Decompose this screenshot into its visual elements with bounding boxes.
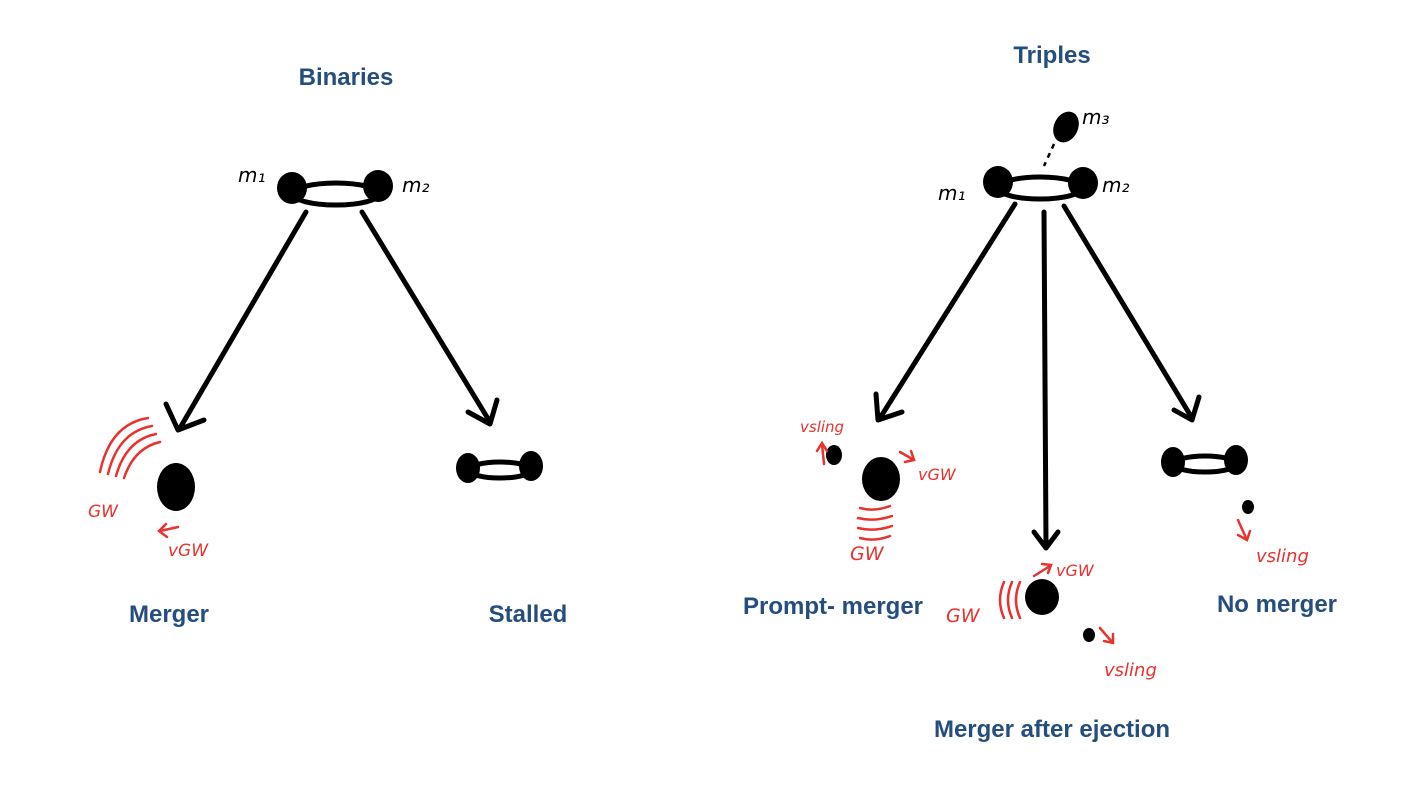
triple-ejection-vgw-label: vGW [1056,561,1095,580]
triple-arrows [873,201,1202,551]
binary-vgw-label: vGW [168,541,209,561]
binary-mass2-label: m₂ [402,173,430,197]
binary-merged-black-hole [157,463,195,511]
triple-no-merger-sling-arrow [1236,518,1252,542]
triple-prompt-recoil-arrow [898,449,916,464]
binary-mass1-label: m₁ [238,163,266,187]
binary-merger-label: Merger [128,601,210,628]
triple-prompt-merger-label: Prompt- merger [742,593,924,620]
binary-stalled-label: Stalled [488,601,568,628]
triple-ejection-sling-arrow [1098,626,1115,645]
triple-ejection-vsling-label: vsling [1104,660,1157,681]
triple-prompt-gw-waves [856,504,894,541]
triple-merger-after-ejection-label: Merger after ejection [933,716,1171,743]
binary-system: m₁ m₂ [238,163,430,208]
triple-prompt-vgw-label: vGW [918,465,957,484]
triple-no-merger-label: No merger [1216,591,1338,618]
triple-no-merger-system [1161,445,1254,514]
binaries-title: Binaries [298,64,394,91]
triple-ejection-gw-waves [998,580,1022,620]
binary-gw-waves [98,416,162,480]
triple-prompt-vsling-label: vsling [800,418,844,436]
triple-prompt-sling-arrow [815,440,829,466]
triple-mass1-label: m₁ [938,181,966,205]
triple-system: m₃ m₁ m₂ [938,105,1130,205]
triple-mass2-label: m₂ [1102,173,1130,197]
triple-mass3-label: m₃ [1082,105,1110,129]
triple-ejection-recoil-arrow [1032,562,1053,578]
binary-recoil-arrow [157,522,180,539]
triple-no-merger-vsling-label: vsling [1256,546,1309,567]
triple-ejection-merged-black-hole [1025,579,1095,642]
binary-gw-label: GW [88,502,119,522]
triples-title: Triples [1013,42,1091,69]
triple-ejection-gw-label: GW [946,605,981,627]
binary-stalled-system [456,451,543,483]
binary-arrows [163,209,500,433]
triple-prompt-gw-label: GW [850,543,885,565]
triple-prompt-merged-black-hole [826,445,900,501]
